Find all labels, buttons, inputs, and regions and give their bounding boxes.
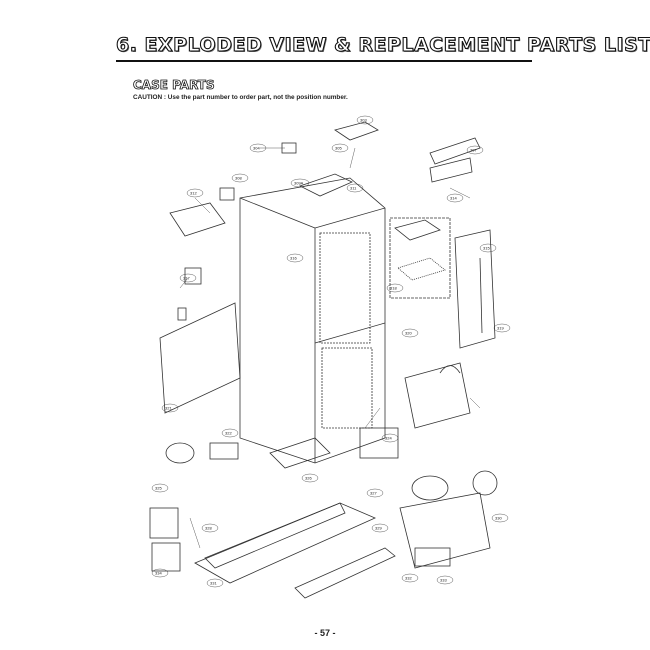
callout: 303 <box>356 115 374 125</box>
callout: 321 <box>161 403 179 413</box>
svg-text:318: 318 <box>390 286 397 291</box>
drawer-assembly <box>389 217 451 299</box>
callout: 317 <box>179 273 197 283</box>
svg-text:319: 319 <box>497 326 504 331</box>
svg-text:329: 329 <box>375 526 382 531</box>
svg-text:325: 325 <box>155 486 162 491</box>
top-panel <box>169 142 297 237</box>
callout: 308 <box>231 173 249 183</box>
callout: 331 <box>206 578 224 588</box>
title-underline <box>116 60 532 62</box>
svg-text:328: 328 <box>205 526 212 531</box>
callout: 320 <box>401 328 419 338</box>
callout-labels: 303 304 305 307 308 309A 311 312 314 315… <box>151 115 511 588</box>
callout: 315 <box>479 243 497 253</box>
callout: 311 <box>346 183 364 193</box>
side-panel <box>159 267 241 414</box>
leader-lines <box>179 147 481 549</box>
svg-text:326: 326 <box>305 476 312 481</box>
svg-text:322: 322 <box>225 431 232 436</box>
callout: 304 <box>249 143 267 153</box>
section-title: CASE PARTS <box>133 78 215 93</box>
svg-text:312: 312 <box>190 191 197 196</box>
svg-text:307: 307 <box>470 148 477 153</box>
svg-text:330: 330 <box>495 516 502 521</box>
callout: 324 <box>381 433 399 443</box>
top-hinge-cover <box>298 121 379 197</box>
callout: 334 <box>151 568 169 578</box>
callout: 312 <box>186 188 204 198</box>
svg-text:334: 334 <box>155 571 162 576</box>
svg-text:315: 315 <box>483 246 490 251</box>
callout: 307 <box>466 145 484 155</box>
callout: 319 <box>493 323 511 333</box>
callout: 322 <box>221 428 239 438</box>
svg-text:305: 305 <box>335 146 342 151</box>
callout: 318 <box>386 283 404 293</box>
callout: 325 <box>151 483 169 493</box>
callout: 327 <box>366 488 384 498</box>
base-plate <box>194 502 396 599</box>
callout: 328 <box>201 523 219 533</box>
svg-text:321: 321 <box>165 406 172 411</box>
svg-text:314: 314 <box>450 196 457 201</box>
svg-text:308: 308 <box>235 176 242 181</box>
exploded-view-diagram: 303 304 305 307 308 309A 311 312 314 315… <box>149 115 511 599</box>
svg-text:304: 304 <box>253 146 260 151</box>
rear-cover-fan <box>149 470 498 572</box>
svg-text:303: 303 <box>360 118 367 123</box>
page-number: - 57 - <box>314 628 336 638</box>
svg-text:331: 331 <box>210 581 217 586</box>
callout: 332 <box>401 573 419 583</box>
cabinet-body <box>239 177 386 464</box>
callout: 333 <box>436 575 454 585</box>
door-panel <box>454 229 496 349</box>
callout: 314 <box>446 193 464 203</box>
svg-text:332: 332 <box>405 576 412 581</box>
svg-text:317: 317 <box>183 276 190 281</box>
callout: 326 <box>301 473 319 483</box>
svg-text:333: 333 <box>440 578 447 583</box>
svg-text:324: 324 <box>385 436 392 441</box>
svg-text:327: 327 <box>370 491 377 496</box>
machine-compartment <box>165 362 471 469</box>
callout: 305 <box>331 143 349 153</box>
svg-text:309A: 309A <box>294 181 304 186</box>
callout: 329 <box>371 523 389 533</box>
page-title: 6. EXPLODED VIEW & REPLACEMENT PARTS LIS… <box>115 33 650 56</box>
callout: 316 <box>286 253 304 263</box>
callout: 309A <box>290 178 310 188</box>
svg-text:316: 316 <box>290 256 297 261</box>
duct-assembly <box>429 137 481 183</box>
svg-text:311: 311 <box>350 186 357 191</box>
callout: 330 <box>491 513 509 523</box>
svg-text:320: 320 <box>405 331 412 336</box>
caution-note: CAUTION : Use the part number to order p… <box>133 94 348 101</box>
